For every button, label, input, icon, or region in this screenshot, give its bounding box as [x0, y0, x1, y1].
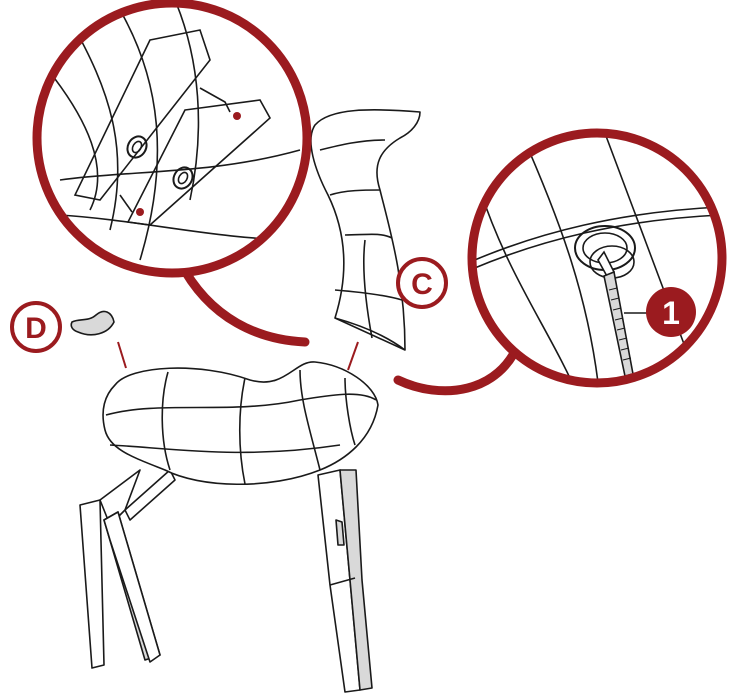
detail-callout-top-left [37, 0, 307, 342]
callout-label-d-text: D [25, 312, 47, 345]
tail-piece [71, 311, 114, 334]
step-marker-1-text: 1 [662, 295, 680, 331]
back-legs [80, 470, 175, 668]
callout-label-c-text: C [411, 268, 433, 301]
step-marker-1: 1 [646, 287, 696, 337]
callout-label-d: D [12, 303, 60, 351]
torso [103, 362, 378, 484]
callout-label-c: C [398, 259, 446, 307]
neck-head [311, 110, 420, 350]
detail-callout-right [398, 120, 722, 400]
front-legs [318, 470, 372, 692]
